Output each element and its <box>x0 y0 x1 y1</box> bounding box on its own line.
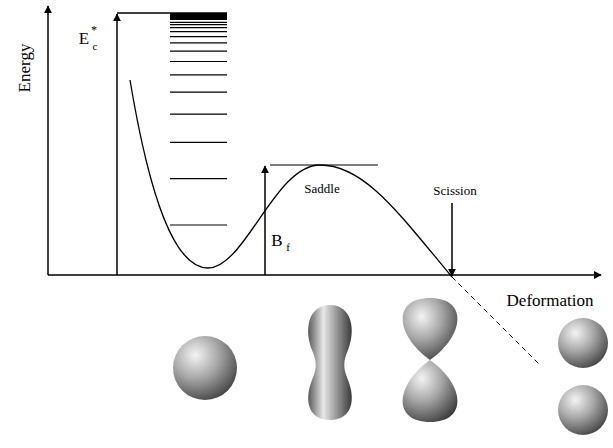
deformation-axis <box>48 274 601 276</box>
superscript: * <box>91 24 97 36</box>
energy-axis <box>47 6 49 275</box>
spherical-nucleus <box>173 336 237 400</box>
point-label: Saddle <box>304 182 339 195</box>
energy-level <box>170 50 227 51</box>
symbol-letter: B <box>271 232 282 249</box>
axis-title: Energy <box>16 44 33 93</box>
potential-tail <box>452 277 540 365</box>
subscript: f <box>286 242 290 253</box>
energy-level <box>170 142 227 143</box>
saddle-line <box>270 164 378 165</box>
energy-level <box>170 36 227 37</box>
energy-level <box>170 22 227 23</box>
scission-lobe <box>403 298 458 360</box>
potential-curve <box>130 80 452 277</box>
energy-level <box>170 27 227 28</box>
energy-level <box>170 74 227 75</box>
energy-level <box>170 92 227 93</box>
symbol-letter: E <box>79 30 89 47</box>
scission-arrow <box>451 203 453 276</box>
energy-level <box>170 24 227 25</box>
fission-fragment <box>558 318 608 368</box>
barrier-arrow <box>264 166 266 275</box>
energy-level <box>170 224 227 225</box>
subscript: c <box>93 41 98 52</box>
point-label: Scission <box>433 184 476 197</box>
energy-level <box>170 178 227 179</box>
energy-level <box>170 114 227 115</box>
axis-title: Deformation <box>507 292 594 309</box>
deformed-nucleus <box>308 305 352 420</box>
energy-level <box>170 61 227 62</box>
energy-level <box>170 31 227 32</box>
scission-lobe <box>403 360 458 422</box>
energy-levels <box>170 22 227 225</box>
fission-fragment <box>558 385 608 435</box>
level-continuum <box>170 13 227 20</box>
excitation-arrow <box>116 14 118 275</box>
energy-level <box>170 42 227 43</box>
